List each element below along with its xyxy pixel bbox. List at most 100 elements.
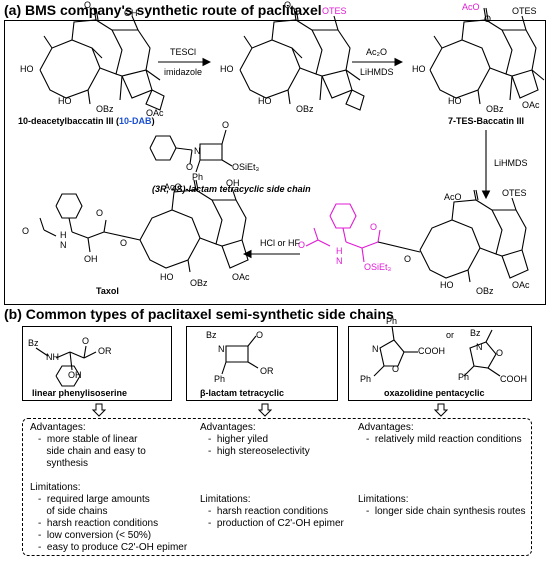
molecule-10dab	[39, 7, 165, 111]
section-a-frame	[4, 20, 546, 305]
reagent-label: TESCl	[170, 47, 197, 57]
atom-label: OAc	[522, 100, 540, 110]
atom-label: OSiEt₃	[364, 262, 392, 272]
atom-label-aco: AcO	[462, 2, 480, 12]
atom-label: OBz	[296, 104, 314, 114]
struct-beta-lactam	[221, 335, 259, 375]
atom-label: N	[372, 344, 379, 354]
atom-label-otes: OTES	[322, 6, 347, 16]
side-chain-name: linear phenylisoserine	[32, 388, 128, 398]
atom-label: OBz	[190, 278, 208, 288]
atom-label: Bz	[470, 328, 481, 338]
atom-label: O	[22, 226, 30, 236]
atom-label: AcO	[444, 192, 462, 202]
atom-label: OTES	[502, 188, 527, 198]
down-arrow-icon	[91, 403, 449, 417]
atom-label: COOH	[418, 346, 445, 356]
atom-label: OH	[84, 254, 98, 264]
reagent-label: Ac₂O	[366, 47, 387, 57]
side-chain-box-oxazolidine	[348, 326, 532, 401]
reagent-label: imidazole	[164, 67, 203, 77]
atom-label: HO	[440, 280, 454, 290]
lim-item: - harsh reaction conditions	[208, 506, 329, 517]
atom-label: H	[336, 246, 343, 256]
atom-label: O	[96, 208, 104, 218]
atom-label: HO	[160, 272, 174, 282]
atom-label: Ph	[458, 372, 470, 382]
compound-name-7tes: 7-TES-Baccatin III	[448, 116, 525, 126]
atom-label: HO	[58, 96, 72, 106]
adv-title: Advantages:	[358, 422, 414, 433]
atom-label: O	[484, 14, 492, 24]
column-linear: Advantages: - more stable of linear side…	[30, 422, 187, 554]
atom-label: Bz	[206, 330, 217, 340]
side-chain-box-lactam	[186, 326, 338, 401]
atom-label: HO	[412, 64, 426, 74]
reagent-label: HCl or HF	[260, 238, 300, 248]
atom-label: O	[256, 330, 264, 340]
section-a-title: (a) BMS company's synthetic route of pac…	[4, 2, 322, 18]
lim-item: - production of C2'-OH epimer	[208, 518, 344, 529]
atom-label: HO	[258, 96, 272, 106]
lim-title: Limitations:	[30, 482, 81, 493]
atom-label: O	[82, 336, 90, 346]
atom-label: O	[186, 162, 194, 172]
atom-label: OH	[226, 178, 240, 188]
atom-label: HO	[20, 64, 34, 74]
or-label: or	[446, 330, 455, 340]
atom-label: Ph	[360, 374, 372, 384]
adv-item: - higher yiled	[208, 434, 269, 445]
lim-item: - required large amounts	[38, 494, 150, 505]
atom-label: OH	[68, 370, 82, 380]
atom-label: OBz	[486, 104, 504, 114]
lim-title: Limitations:	[358, 494, 409, 505]
struct-oxazolidines	[373, 325, 501, 377]
atom-label: N	[194, 146, 201, 156]
comparison-box	[22, 418, 532, 556]
atom-label: HO	[220, 64, 234, 74]
atom-label: OAc	[146, 108, 164, 118]
adv-item: side chain and easy to	[38, 446, 146, 457]
atom-label: Bz	[28, 338, 39, 348]
lim-item: of side chains	[38, 506, 108, 517]
atom-label: Ph	[192, 172, 204, 182]
compound-name-10dab: 10-deacetylbaccatin III (10-DAB)	[18, 116, 155, 126]
struct-linear-phenylisoserine	[35, 345, 97, 387]
atom-label: Ph	[214, 374, 226, 384]
lim-title: Limitations:	[200, 494, 251, 505]
atom-label: O	[404, 254, 412, 264]
atom-label: N	[476, 342, 483, 352]
atom-label: O	[392, 364, 400, 374]
atom-label: O	[84, 0, 92, 10]
section-b-title: (b) Common types of paclitaxel semi-synt…	[4, 306, 394, 322]
atom-label: O	[120, 238, 128, 248]
compound-name-taxol: Taxol	[96, 286, 119, 296]
atom-label: N	[336, 256, 343, 266]
reagent-label: LiHMDS	[360, 67, 394, 77]
atom-label: O	[298, 240, 306, 250]
column-oxazolidine: Advantages: - relatively mild reaction c…	[358, 422, 526, 518]
atom-label: O	[222, 120, 230, 130]
reagent-label: LiHMDS	[494, 158, 528, 168]
molecule-protected-paclitaxel	[419, 189, 529, 283]
lim-item: - harsh reaction conditions	[38, 518, 159, 529]
atom-label: H	[60, 230, 67, 240]
lim-item: - easy to produce C2'-OH epimer	[38, 542, 188, 553]
molecule-7tes-baccatin	[429, 7, 545, 105]
atom-label: OBz	[476, 286, 494, 296]
atom-label: Ph	[386, 316, 398, 326]
adv-title: Advantages:	[30, 422, 86, 433]
adv-item: synthesis	[38, 458, 89, 469]
atom-label: HO	[448, 96, 462, 106]
adv-item: - relatively mild reaction conditions	[366, 434, 522, 445]
side-chain-magenta	[305, 203, 381, 263]
atom-label: N	[218, 344, 225, 354]
atom-label: OBz	[96, 104, 114, 114]
side-chain-name: oxazolidine pentacyclic	[384, 388, 485, 398]
adv-item: - high stereoselectivity	[208, 446, 310, 457]
atom-label: O	[284, 0, 292, 10]
atom-label: AcO	[164, 182, 182, 192]
side-chain-box-linear	[22, 326, 172, 401]
adv-title: Advantages:	[200, 422, 256, 433]
